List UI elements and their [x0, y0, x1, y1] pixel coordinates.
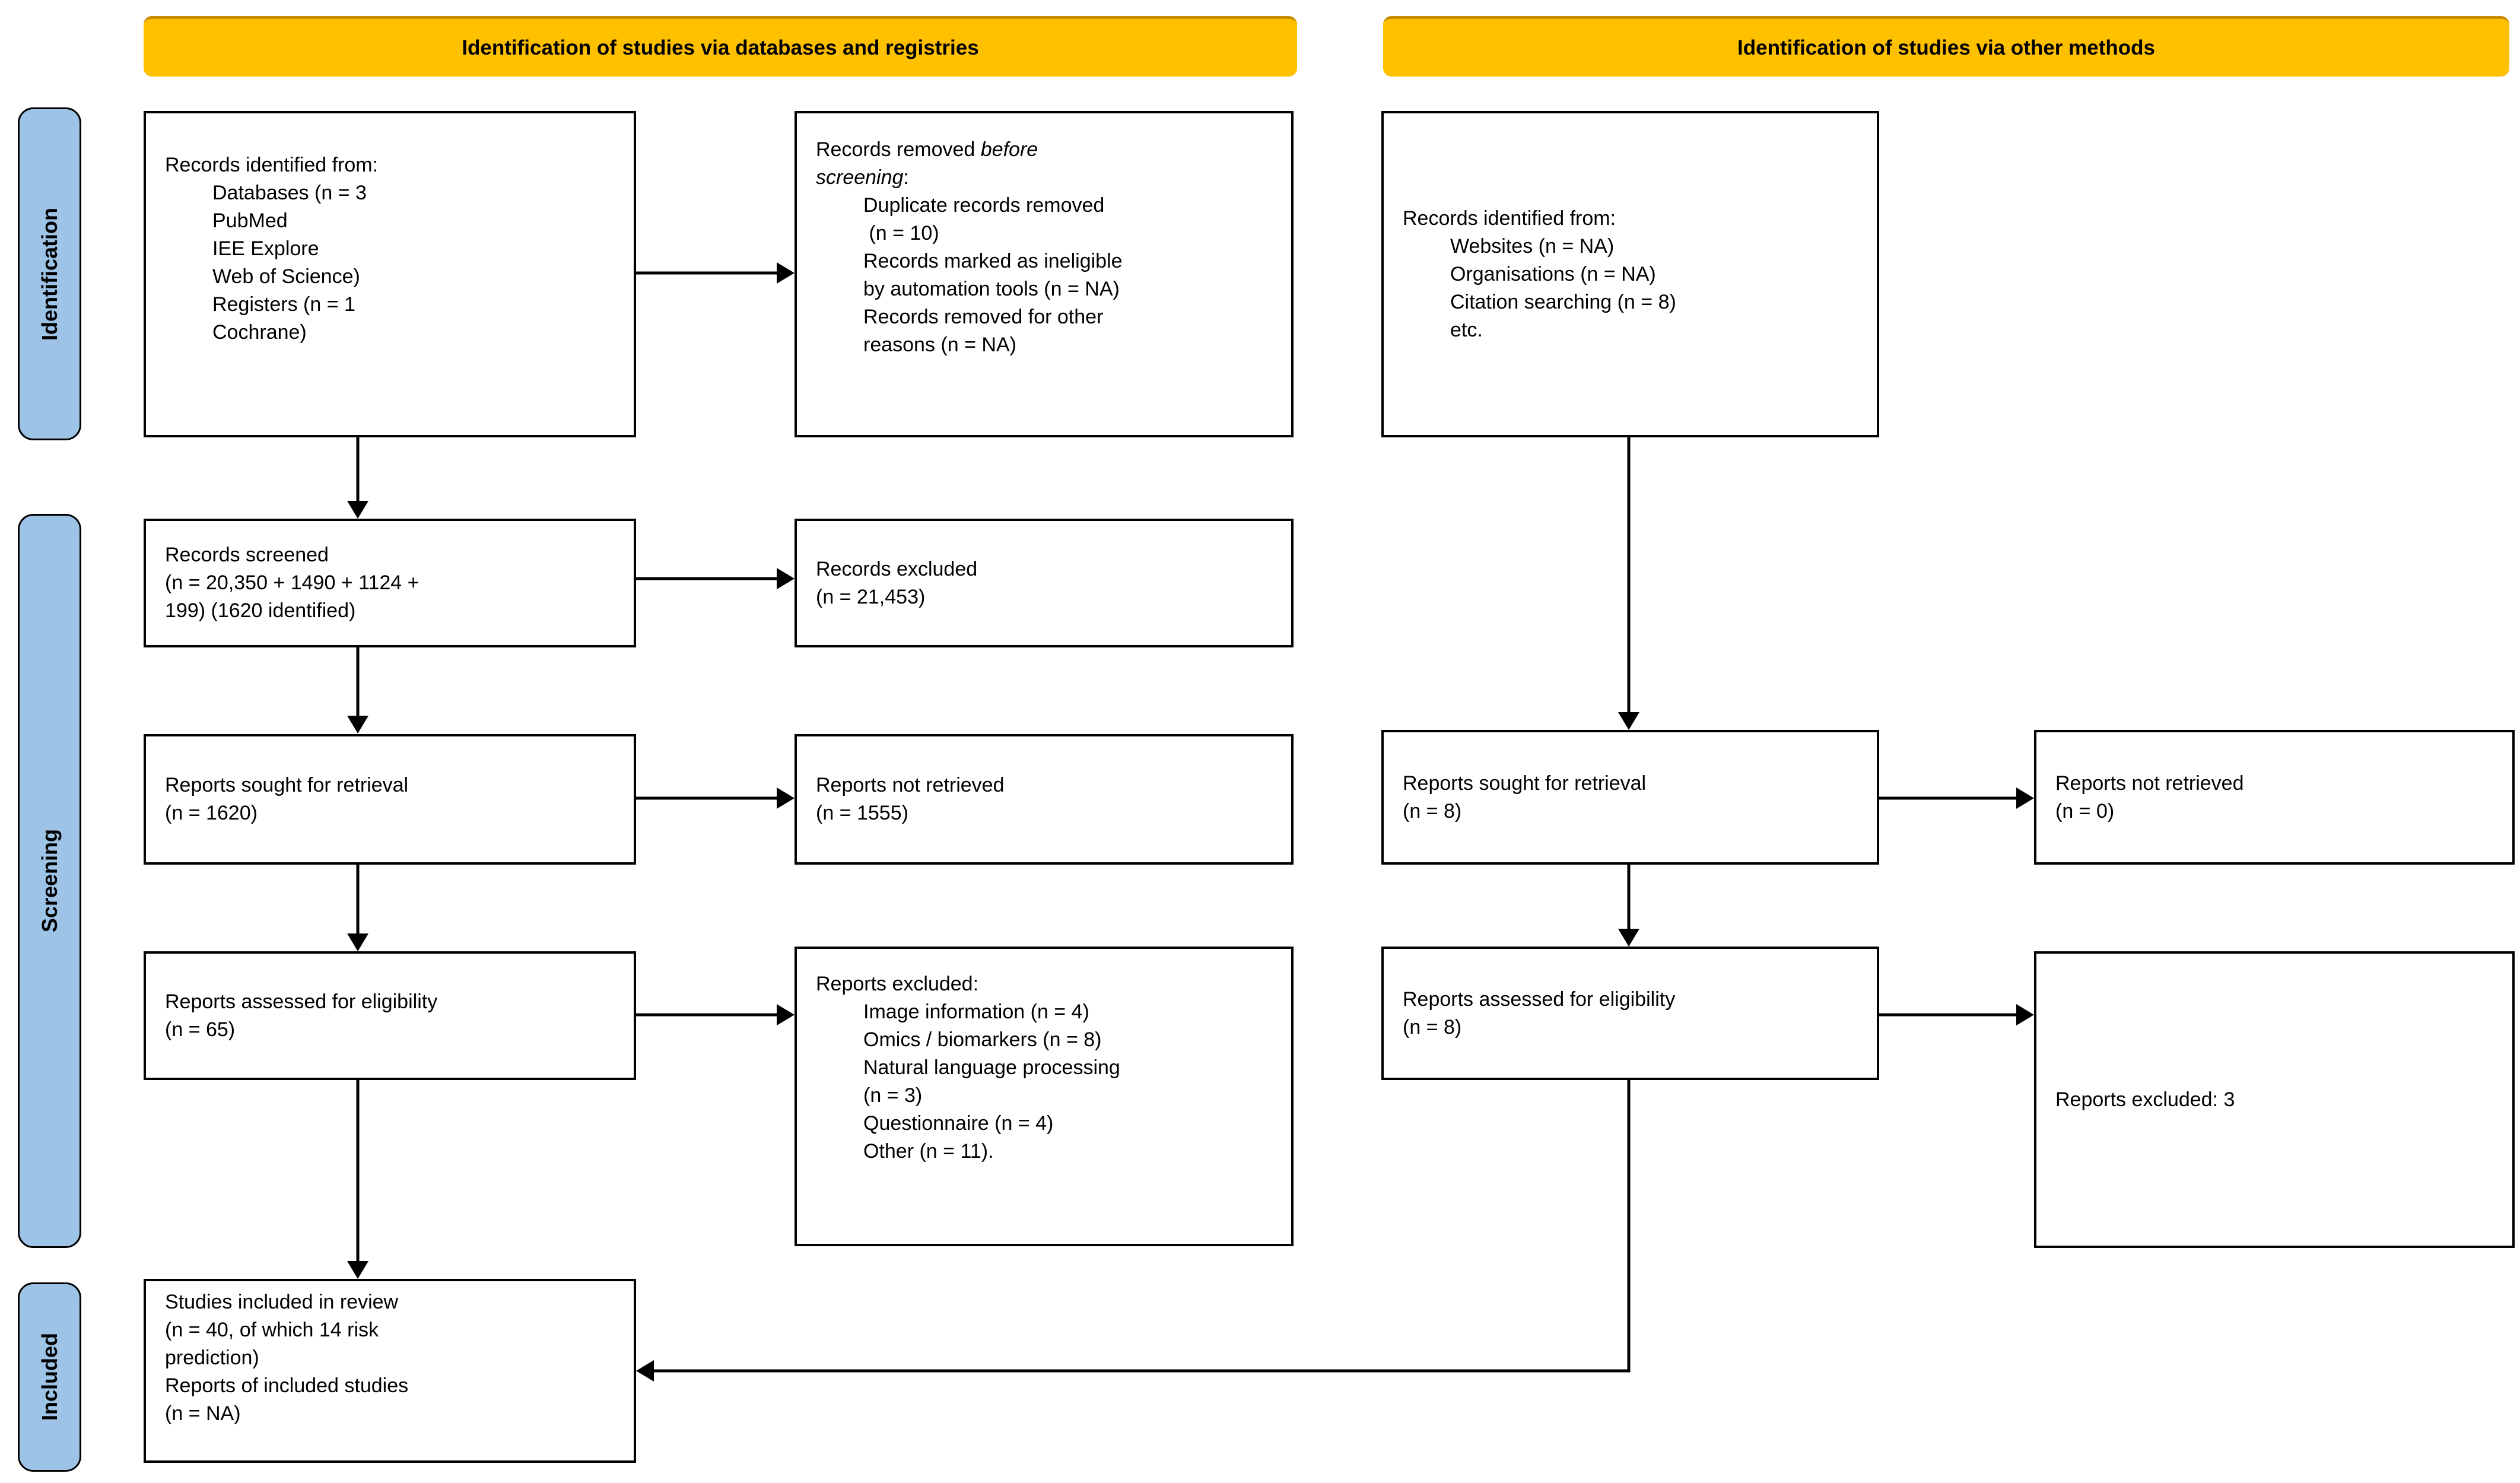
text-line: Reports of included studies: [165, 1374, 409, 1397]
text-line: Reports excluded:: [816, 973, 979, 995]
text-line: Questionnaire (n = 4): [863, 1112, 1054, 1135]
text-line: 199) (1620 identified): [165, 599, 356, 622]
text-line: Other (n = 11).: [863, 1140, 994, 1163]
box-reports-sought-other: Reports sought for retrieval (n = 8): [1381, 730, 1879, 865]
box-reports-not-retrieved-databases: Reports not retrieved (n = 1555): [795, 734, 1294, 865]
text-line: Citation searching (n = 8): [1450, 290, 1676, 313]
text-line: Records excluded: [816, 557, 978, 580]
box-reports-assessed-other: Reports assessed for eligibility (n = 8): [1381, 947, 1879, 1080]
text-line: IEE Explore: [212, 237, 319, 260]
text-line: Omics / biomarkers (n = 8): [863, 1028, 1102, 1051]
text-line: Duplicate records removed: [863, 194, 1105, 217]
sidebar-stage-label: Included: [37, 1333, 62, 1421]
text-line: Registers (n = 1: [212, 293, 355, 316]
text-line: Reports not retrieved: [816, 774, 1005, 796]
text-line: etc.: [1450, 318, 1483, 341]
box-records-identified-other: Records identified from: Websites (n = N…: [1381, 111, 1879, 437]
text-line: Organisations (n = NA): [1450, 262, 1656, 285]
text-line: (n = 8): [1403, 799, 1462, 823]
text-line: Databases (n = 3: [212, 182, 367, 204]
text-line: (n = NA): [165, 1402, 241, 1425]
text-line: Websites (n = NA): [1450, 234, 1615, 258]
sidebar-stage-screening: Screening: [18, 514, 81, 1248]
text-line: Web of Science): [212, 265, 360, 288]
box-reports-excluded-other: Reports excluded: 3: [2034, 951, 2515, 1248]
text-line: Natural language processing: [863, 1056, 1120, 1079]
sidebar-stage-label: Identification: [37, 207, 62, 341]
box-studies-included-in-review: Studies included in review (n = 40, of w…: [144, 1279, 636, 1463]
box-reports-excluded-databases: Reports excluded: Image information (n =…: [795, 947, 1294, 1246]
text-line: (n = 1620): [165, 802, 258, 824]
sidebar-stage-identification: Identification: [18, 107, 81, 440]
box-reports-sought-databases: Reports sought for retrieval (n = 1620): [144, 734, 636, 865]
text-line: (n = 0): [2055, 799, 2115, 823]
sidebar-stage-label: Screening: [37, 829, 62, 933]
text-line: Records removed before: [816, 138, 1038, 161]
box-records-screened: Records screened (n = 20,350 + 1490 + 11…: [144, 519, 636, 647]
text-line: Records identified from:: [165, 154, 379, 176]
text-line: (n = 3): [863, 1084, 923, 1107]
text-line: (n = 21,453): [816, 585, 926, 608]
header-identification-databases: Identification of studies via databases …: [144, 16, 1297, 77]
box-records-identified-databases: Records identified from: Databases (n = …: [144, 111, 636, 437]
text-line: (n = 1555): [816, 802, 908, 824]
sidebar-stage-included: Included: [18, 1282, 81, 1472]
text-line: Cochrane): [212, 321, 307, 344]
text-line: Reports assessed for eligibility: [1403, 987, 1676, 1011]
text-line: Reports excluded: 3: [2055, 1088, 2235, 1111]
text-line: Reports assessed for eligibility: [165, 990, 438, 1013]
header-identification-other-methods: Identification of studies via other meth…: [1383, 16, 2509, 77]
text-line: Records identified from:: [1403, 207, 1616, 230]
text-line: (n = 20,350 + 1490 + 1124 +: [165, 571, 420, 594]
text-line: by automation tools (n = NA): [863, 278, 1120, 300]
text-line: screening:: [816, 166, 909, 189]
text-line: Reports sought for retrieval: [1403, 771, 1647, 795]
text-line: (n = 8): [1403, 1015, 1462, 1039]
text-line: Records screened: [165, 544, 329, 566]
text-line: Records removed for other: [863, 306, 1104, 328]
text-line: Reports sought for retrieval: [165, 774, 409, 796]
text-line: prediction): [165, 1347, 259, 1369]
text-line: Reports not retrieved: [2055, 771, 2244, 795]
text-line: Image information (n = 4): [863, 1001, 1089, 1023]
box-reports-assessed-databases: Reports assessed for eligibility (n = 65…: [144, 951, 636, 1080]
text-line: Records marked as ineligible: [863, 250, 1123, 272]
text-line: reasons (n = NA): [863, 334, 1016, 356]
box-records-excluded: Records excluded (n = 21,453): [795, 519, 1294, 647]
box-records-removed-before-screening: Records removed before screening: Duplic…: [795, 111, 1294, 437]
text-line: PubMed: [212, 209, 288, 232]
text-line: (n = 65): [165, 1018, 236, 1041]
text-line: Studies included in review: [165, 1291, 399, 1313]
box-reports-not-retrieved-other: Reports not retrieved (n = 0): [2034, 730, 2515, 865]
text-line: (n = 10): [863, 222, 939, 244]
text-line: (n = 40, of which 14 risk: [165, 1319, 379, 1341]
